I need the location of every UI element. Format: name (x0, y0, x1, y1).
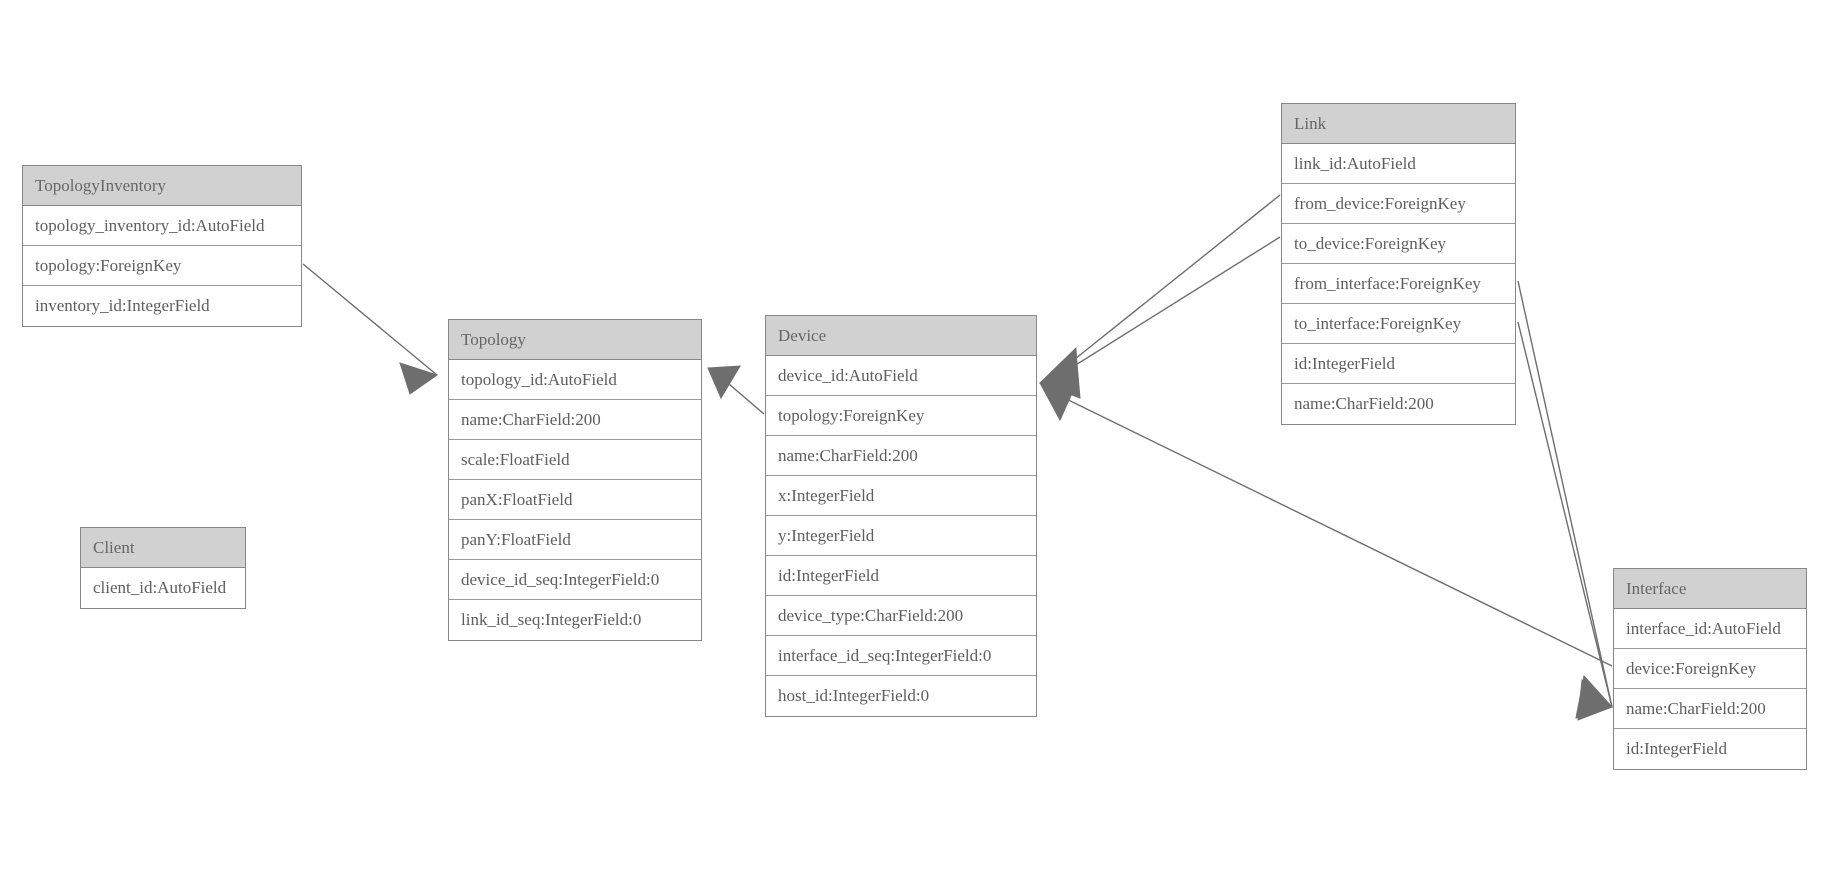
relationship-line (302, 263, 438, 376)
relationship-arrowhead (1039, 379, 1079, 422)
entity-field-row: from_interface:ForeignKey (1282, 264, 1515, 304)
entity-title-topology: Topology (449, 320, 701, 360)
entity-title-topology_inventory: TopologyInventory (23, 166, 301, 206)
relationship-line (1517, 321, 1613, 708)
entity-field-row: topology_id:AutoField (449, 360, 701, 400)
relationship-device-topology (707, 365, 765, 415)
relationship-arrowhead (1039, 346, 1079, 397)
entity-field-row: name:CharField:200 (1614, 689, 1806, 729)
entity-field-row: x:IntegerField (766, 476, 1036, 516)
entity-title-link: Link (1282, 104, 1515, 144)
relationship-arrowhead (707, 365, 741, 400)
entity-field-row: to_device:ForeignKey (1282, 224, 1515, 264)
entity-field-row: device_id:AutoField (766, 356, 1036, 396)
entity-field-row: topology:ForeignKey (766, 396, 1036, 436)
entity-field-row: link_id:AutoField (1282, 144, 1515, 184)
entity-title-interface: Interface (1614, 569, 1806, 609)
entity-field-row: panX:FloatField (449, 480, 701, 520)
relationship-line (1054, 194, 1281, 376)
entity-field-row: interface_id:AutoField (1614, 609, 1806, 649)
relationship-link-from_interface (1517, 280, 1613, 719)
entity-field-row: topology_inventory_id:AutoField (23, 206, 301, 246)
entity-field-row: from_device:ForeignKey (1282, 184, 1515, 224)
relationship-link-to_device (1039, 236, 1281, 399)
entity-field-row: id:IntegerField (1282, 344, 1515, 384)
entity-field-row: link_id_seq:IntegerField:0 (449, 600, 701, 640)
entity-field-row: id:IntegerField (1614, 729, 1806, 769)
relationship-arrowhead (1039, 350, 1081, 399)
entity-field-row: name:CharField:200 (766, 436, 1036, 476)
entity-field-row: id:IntegerField (766, 556, 1036, 596)
relationship-link-from_device (1039, 194, 1281, 397)
entity-title-device: Device (766, 316, 1036, 356)
relationship-line (1051, 391, 1613, 667)
relationship-link-to_interface (1517, 321, 1613, 721)
entity-field-row: device:ForeignKey (1614, 649, 1806, 689)
entity-field-row: topology:ForeignKey (23, 246, 301, 286)
entity-field-row: scale:FloatField (449, 440, 701, 480)
entity-title-client: Client (81, 528, 245, 568)
relationship-arrowhead (1575, 674, 1613, 719)
relationship-line (721, 377, 765, 415)
entity-field-row: y:IntegerField (766, 516, 1036, 556)
entity-field-row: device_type:CharField:200 (766, 596, 1036, 636)
entity-field-row: inventory_id:IntegerField (23, 286, 301, 326)
entity-field-row: client_id:AutoField (81, 568, 245, 608)
relationship-arrowhead (399, 362, 439, 395)
entity-field-row: panY:FloatField (449, 520, 701, 560)
entity-field-row: interface_id_seq:IntegerField:0 (766, 636, 1036, 676)
relationship-topologyinventory-topology (302, 263, 439, 395)
entity-field-row: name:CharField:200 (1282, 384, 1515, 424)
entity-field-row: to_interface:ForeignKey (1282, 304, 1515, 344)
relationship-line (1054, 236, 1281, 379)
relationship-line (1517, 280, 1613, 708)
entity-field-row: host_id:IntegerField:0 (766, 676, 1036, 716)
entity-field-row: device_id_seq:IntegerField:0 (449, 560, 701, 600)
relationship-arrowhead (1577, 678, 1613, 721)
entity-field-row: name:CharField:200 (449, 400, 701, 440)
